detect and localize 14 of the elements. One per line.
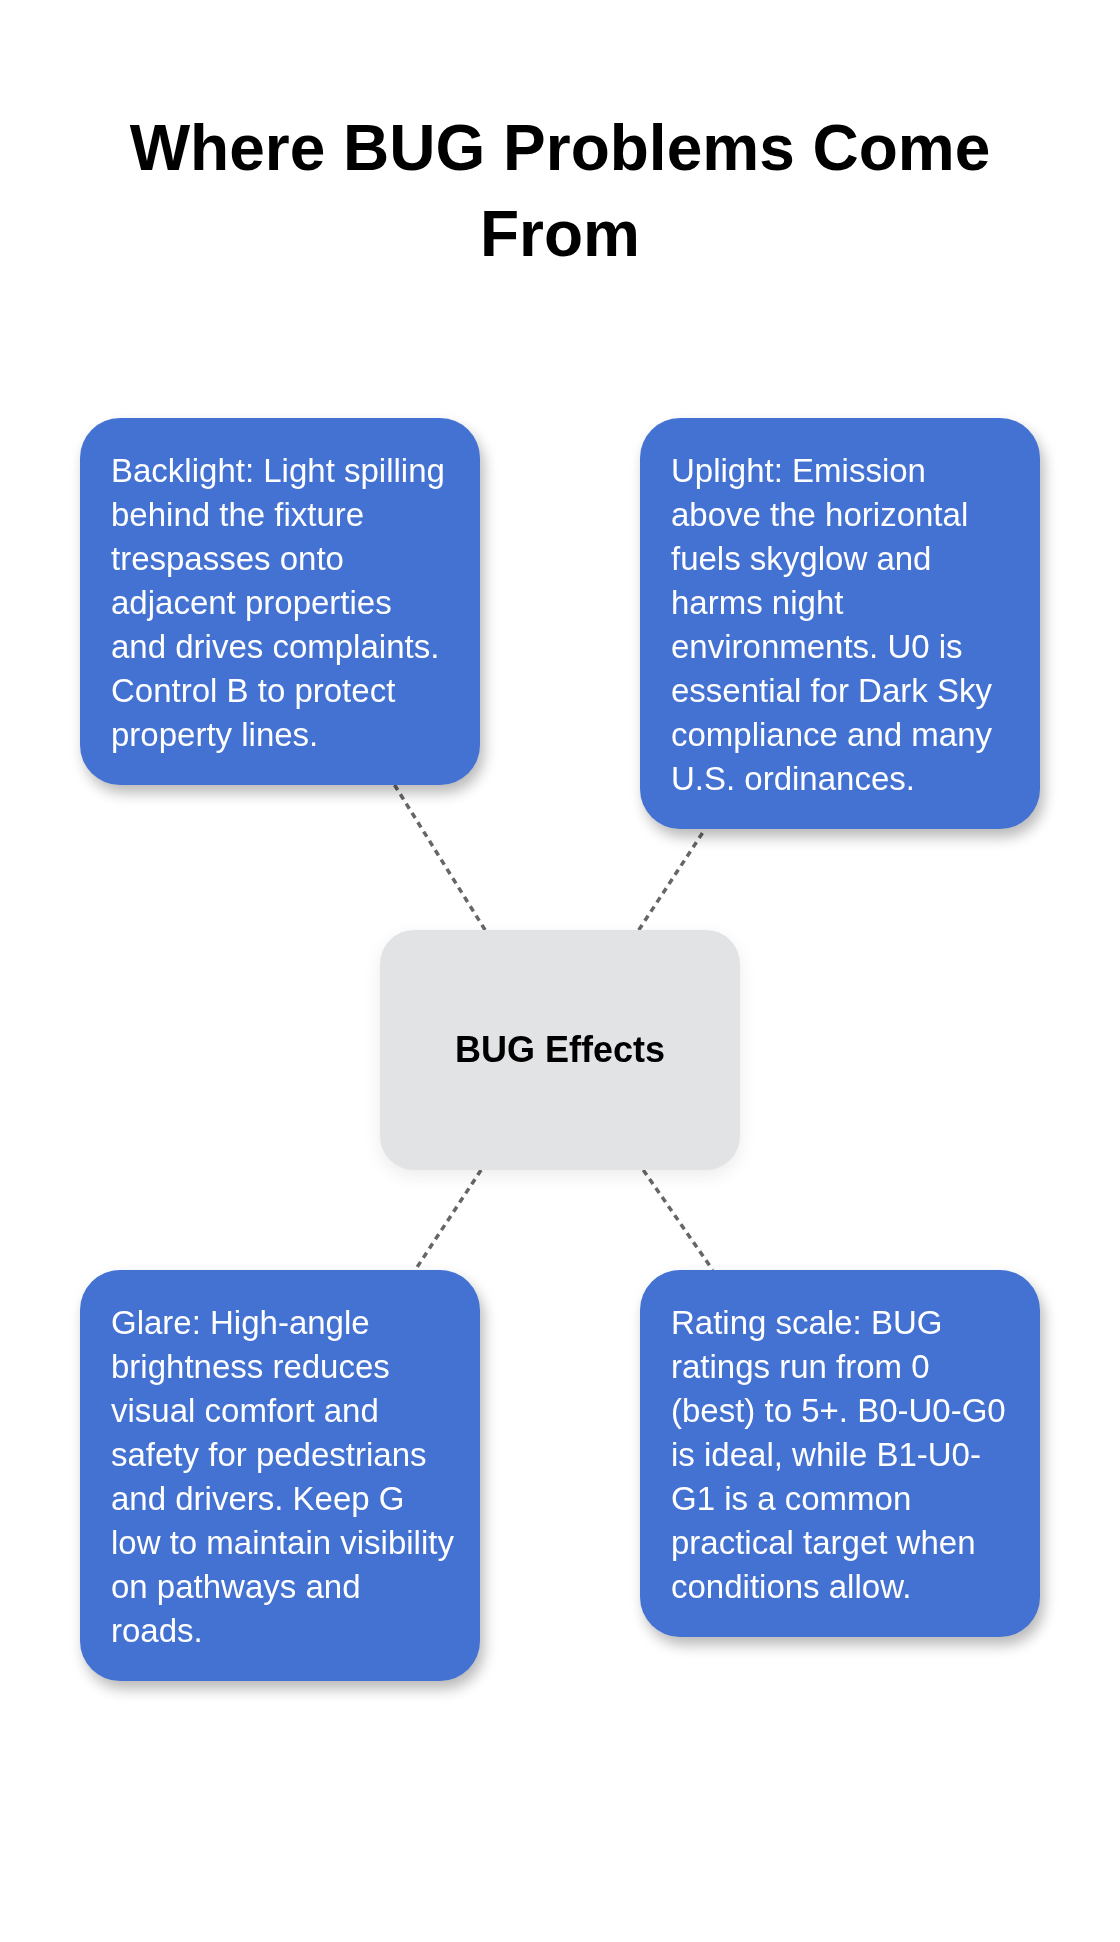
diagram-title: Where BUG Problems Come From — [128, 111, 992, 272]
card-text: Uplight: Emission above the horizontal fuels skyglow and harms night environments. U0 is essential for Dark Sky compliance and many U.S. ordinances. — [671, 451, 993, 799]
info-card — [640, 418, 1040, 829]
info-card — [80, 1270, 480, 1681]
hub-label: BUG Effects — [454, 1029, 665, 1071]
dashed-connector — [393, 784, 487, 931]
card-text: Rating scale: BUG ratings run from 0 (best) to 5+. B0-U0-G0 is ideal, while B1-U0-G1 is a common practical target when conditions allow. — [671, 1303, 1007, 1607]
card-text: Backlight: Light spilling behind the fixture trespasses onto adjacent properties and drives complaints. Control B to protect property lines. — [111, 451, 446, 755]
dashed-connector — [641, 1169, 715, 1271]
dashed-connector — [413, 1169, 483, 1271]
info-card — [80, 418, 480, 785]
hub-box — [380, 930, 740, 1170]
card-text: Glare: High-angle brightness reduces visual comfort and safety for pedestrians and drivers. Keep G low to maintain visibility on pathways and roads. — [111, 1303, 454, 1651]
info-card — [640, 1270, 1040, 1637]
